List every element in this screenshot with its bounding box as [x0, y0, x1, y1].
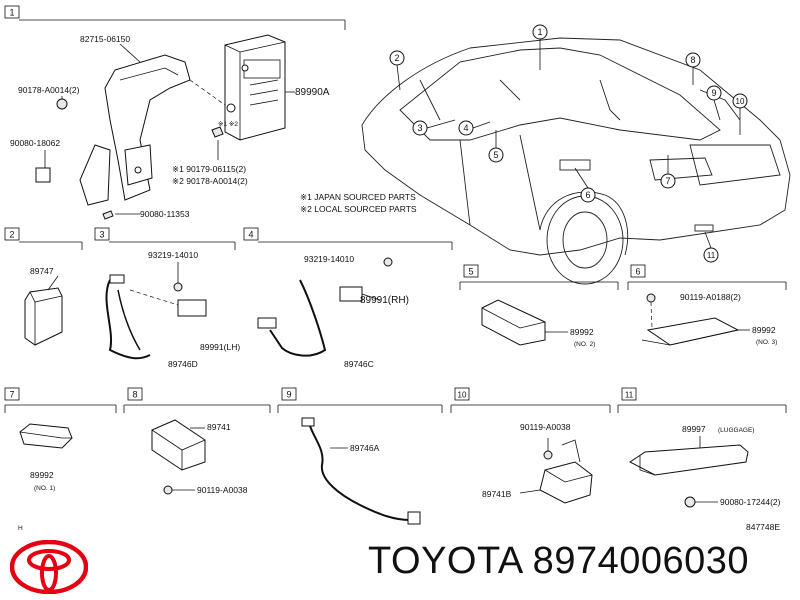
callout-4: 4 — [458, 120, 491, 136]
svg-text:9: 9 — [711, 88, 716, 98]
section-8: 8 89741 90119-A0038 — [123, 387, 271, 495]
section-5: 5 89992 (NO. 2) — [459, 264, 619, 348]
ecu-module-89990A — [224, 34, 286, 141]
label-bolt: 90080-11353 — [140, 209, 190, 219]
callout-3: 3 — [412, 119, 456, 136]
bolt-icon — [102, 210, 114, 220]
bracket-82715 — [79, 54, 226, 206]
svg-text:10: 10 — [736, 97, 745, 106]
callout-2: 2 — [389, 50, 405, 91]
svg-text:3: 3 — [417, 123, 422, 133]
label-bolt: 90119-A0038 — [520, 422, 571, 432]
label-bolt: 90119-A0188(2) — [680, 292, 741, 302]
callout-5: 5 — [488, 130, 504, 163]
label-note: (NO. 2) — [574, 341, 595, 348]
part-89741 — [151, 419, 206, 471]
label-screw: 93219-14010 — [304, 254, 354, 264]
svg-text:1: 1 — [537, 27, 542, 37]
svg-text:6: 6 — [635, 267, 640, 277]
part-89741B — [539, 461, 593, 504]
sensor-lh — [177, 299, 207, 317]
label-harness: 89746C — [344, 359, 374, 369]
section-number: 1 — [9, 8, 14, 18]
svg-text:7: 7 — [665, 176, 670, 186]
section-4: 4 93219-14010 89991(RH) 89746C — [243, 227, 453, 369]
svg-text:8: 8 — [690, 55, 695, 65]
callout-10: 10 — [732, 93, 748, 135]
part-89747 — [24, 287, 63, 346]
svg-text:6: 6 — [585, 190, 590, 200]
callout-9: 9 — [706, 85, 722, 121]
label-part: 89747 — [30, 266, 54, 276]
nut-icon — [56, 98, 68, 110]
part-89992-no2 — [481, 299, 546, 346]
label-sensor: 89991(RH) — [360, 295, 409, 306]
svg-text:11: 11 — [707, 251, 716, 260]
label-note: (NO. 3) — [756, 339, 777, 346]
label-bolt: 90119-A0038 — [197, 485, 248, 495]
label-harness: 89746D — [168, 359, 198, 369]
clip-icon — [35, 167, 51, 183]
section-9: 9 89746A — [277, 387, 443, 525]
svg-text:4: 4 — [248, 230, 253, 240]
callout-8: 8 — [685, 52, 701, 85]
brand-part-number: TOYOTA 8974006030 — [368, 540, 750, 582]
legend-line-2: ※2 LOCAL SOURCED PARTS — [300, 204, 417, 214]
label-note: (LUGGAGE) — [718, 427, 754, 434]
label-note: (NO. 1) — [34, 485, 55, 492]
svg-text:10: 10 — [458, 391, 467, 400]
label-screw: 93219-14010 — [148, 250, 198, 260]
legend-line-1: ※1 JAPAN SOURCED PARTS — [300, 192, 416, 202]
callout-6: 6 — [574, 167, 596, 203]
footer-left-mark: H — [18, 525, 23, 532]
callout-11: 11 — [703, 231, 719, 263]
label-bolt: 90080-17244(2) — [720, 497, 781, 507]
callout-7: 7 — [660, 155, 676, 189]
svg-text:2: 2 — [394, 53, 399, 63]
section-11: 11 89997 (LUGGAGE) 90080-17244(2) — [617, 387, 787, 508]
car-illustration: 1 2 3 4 5 6 7 8 9 10 11 — [361, 24, 791, 285]
part-89992-no3 — [646, 317, 740, 346]
note-2: ※2 90178-A0014(2) — [172, 176, 248, 186]
label-bracket: 82715-06150 — [80, 34, 130, 44]
label-clip: 90080-18062 — [10, 138, 60, 148]
section-6: 6 90119-A0188(2) 89992 (NO. 3) — [627, 264, 787, 346]
svg-text:11: 11 — [625, 391, 634, 400]
harness-89746A — [309, 425, 411, 521]
label-part: 89997 — [682, 424, 706, 434]
svg-text:2: 2 — [9, 230, 14, 240]
label-nut: 90178-A0014(2) — [18, 85, 80, 95]
svg-text:5: 5 — [493, 150, 498, 160]
section-7: 7 89992 (NO. 1) — [4, 387, 117, 492]
nut-icon — [211, 126, 224, 138]
svg-text:5: 5 — [468, 267, 473, 277]
label-ecu: 89990A — [295, 87, 330, 98]
section-2: 2 89747 — [4, 227, 83, 346]
callout-1: 1 — [532, 24, 548, 70]
svg-text:※1 ※2: ※1 ※2 — [218, 121, 238, 128]
label-part: 89992 — [570, 327, 594, 337]
svg-text:3: 3 — [99, 230, 104, 240]
svg-text:7: 7 — [9, 390, 14, 400]
sensor-rh — [339, 286, 363, 302]
label-part: 89741 — [207, 422, 231, 432]
svg-text:8: 8 — [132, 390, 137, 400]
svg-text:4: 4 — [463, 123, 468, 133]
svg-text:9: 9 — [286, 390, 291, 400]
label-part: 89746A — [350, 443, 380, 453]
label-part: 89992 — [752, 325, 776, 335]
label-part: 89992 — [30, 470, 54, 480]
label-sensor: 89991(LH) — [200, 342, 240, 352]
note-1: ※1 90179-06115(2) — [172, 164, 246, 174]
part-89997 — [629, 444, 749, 476]
diagram-code: 847748E — [746, 522, 780, 532]
section-1: 1 ※1 ※2 — [4, 5, 346, 220]
section-3: 3 93219-14010 89991(LH) 89746D — [94, 227, 240, 369]
section-10: 10 90119-A0038 89741B — [450, 387, 611, 504]
toyota-logo-icon — [10, 540, 88, 594]
label-part: 89741B — [482, 489, 512, 499]
